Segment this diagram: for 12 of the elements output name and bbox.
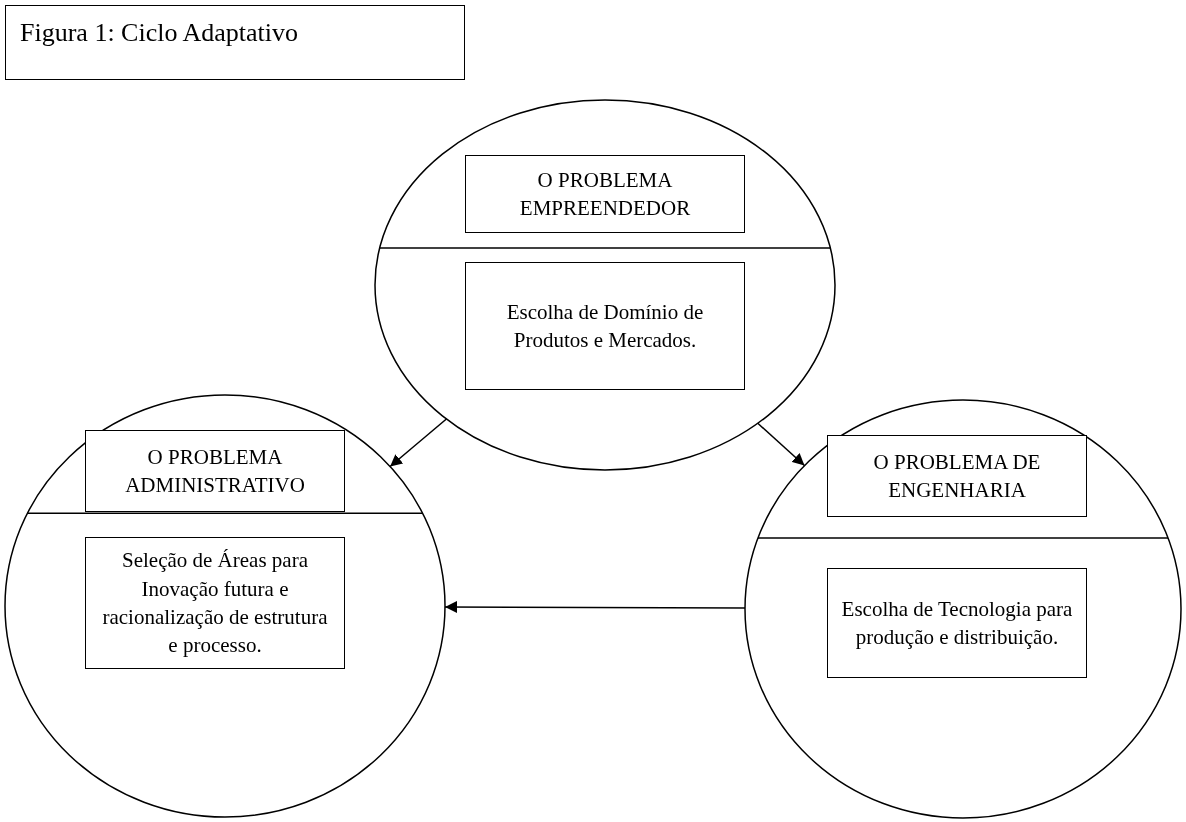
text-box: O PROBLEMA DE ENGENHARIA: [827, 435, 1087, 517]
text-box: Escolha de Tecnologia para produção e distribuição.: [827, 568, 1087, 678]
arrow: [757, 422, 806, 467]
circle-shape: [745, 400, 1181, 818]
text-box: O PROBLEMA ADMINISTRATIVO: [85, 430, 345, 512]
text-box: Escolha de Domínio de Produtos e Mercados.: [465, 262, 745, 390]
text-box: Seleção de Áreas para Inovação futura e racionalização de estrutura e processo.: [85, 537, 345, 669]
circle-shape: [375, 100, 835, 470]
text-box: O PROBLEMA EMPREENDEDOR: [465, 155, 745, 233]
circle-shape: [5, 395, 445, 817]
arrow: [389, 418, 448, 468]
figure-title: Figura 1: Ciclo Adaptativo: [5, 5, 465, 80]
